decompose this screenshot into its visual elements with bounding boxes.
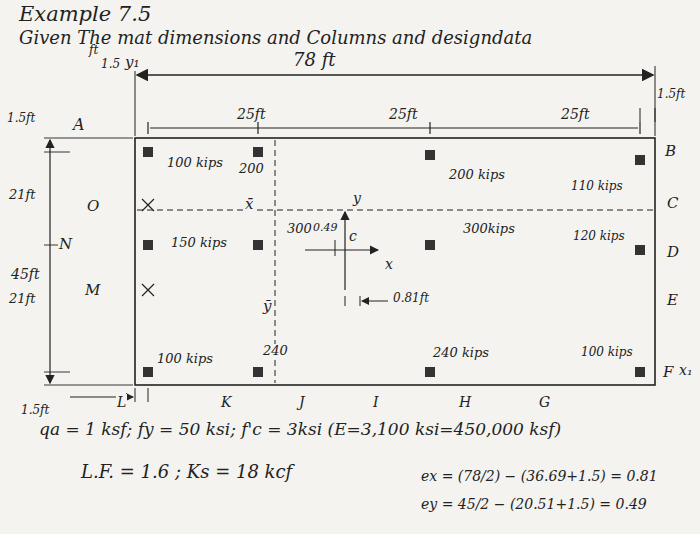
eccentricity-formula: ex = (78/2) − (36.69+1.5) = 0.81 [420,468,659,484]
grid-letter: B [664,143,677,160]
grid-letter: F [662,364,674,381]
eccentricity: 0.49 [312,222,339,235]
dimension: 45ft [10,266,41,282]
dimension: 21ft [8,292,37,307]
axis-label: x₁ [678,362,694,378]
dimension: 25ft [560,106,591,122]
dimension: 21ft [8,188,37,203]
dimension: 78 ft [292,50,337,71]
grid-letter: O [86,198,100,215]
design-data: L.F. = 1.6 ; Ks = 18 kcf [80,462,293,483]
axis-label: x̄ [244,196,254,213]
mat-outline [135,138,655,385]
eccentricity: 0.81ft [392,292,430,306]
column-load: 240 kips [432,346,490,361]
load-axis [344,212,345,290]
dimension: 1.5ft [20,404,50,418]
centroid-axis [137,210,653,211]
column-load: 100 kips [166,156,224,171]
title: Example 7.5 [18,2,152,26]
column-load: 100 kips [580,346,634,360]
column-load: 200 [238,162,265,177]
grid-letter: C [666,195,679,212]
axis-label: x [384,256,394,272]
grid-letter: J [298,394,306,410]
grid-letter: L [116,394,127,410]
column-load: 100 kips [156,352,214,367]
grid-letter: M [84,282,101,299]
dimension: 1.5 [100,58,121,72]
column-load: 110 kips [570,180,624,194]
dimension-line [137,74,653,76]
column-load: 120 kips [572,230,626,244]
column-load: 150 kips [170,236,228,251]
dimension: 25ft [236,106,267,122]
unit-label: ft [88,44,99,58]
column-load: 240 [262,344,289,359]
column-load: 300 [286,222,313,237]
grid-letter: E [666,292,679,309]
axis-label: y [352,190,362,206]
eccentricity-formula: ey = 45/2 − (20.51+1.5) = 0.49 [420,496,648,512]
column-squares [143,147,645,377]
grid-letter: A [72,116,86,134]
dimension: 1.5ft [656,88,686,102]
grid-letter: D [666,244,680,261]
dimension-line [150,127,638,128]
grid-letter: K [220,394,232,410]
grid-letter: I [372,394,380,410]
dimension: 25ft [388,106,419,122]
grid-letter: H [458,394,472,410]
column-load: 200 kips [448,168,506,183]
grid-letter: G [538,394,551,410]
dimension-line [49,140,50,383]
load-axis [305,249,378,250]
axis-label: y₁ [124,54,141,71]
design-data: qa = 1 ksf; fy = 50 ksi; f'c = 3ksi (E=3… [38,420,562,440]
grid-letter: N [58,236,73,253]
axis-label: ȳ [262,298,272,315]
centroid-label: c [348,228,358,244]
column-load: 300kips [462,222,516,237]
dimension: 1.5ft [6,112,36,126]
